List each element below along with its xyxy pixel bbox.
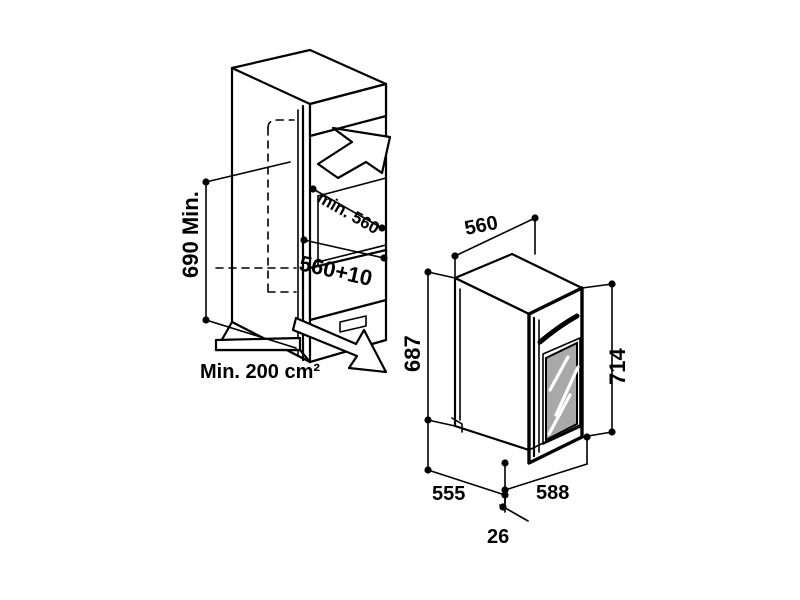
dimension-label-690-min: 690 Min. xyxy=(178,191,203,278)
dimension-label-714-height: 714 xyxy=(605,348,630,385)
glass-reflection-highlights xyxy=(547,355,580,436)
cabinet-top-slab xyxy=(230,48,388,364)
cabinet-bottom-band xyxy=(308,248,388,322)
dimension-26-trim: 26 xyxy=(487,494,529,548)
dimension-588-depth: 588 xyxy=(501,433,591,504)
dimension-label-26-trim: 26 xyxy=(487,526,509,548)
dimension-687-height: 687 xyxy=(400,268,456,427)
ventilation-label-group: Min. 200 cm² xyxy=(200,361,320,383)
oven-bottom-band xyxy=(528,423,583,451)
cabinet-plinth-airgap xyxy=(214,336,302,352)
dimension-label-555-depth: 555 xyxy=(432,483,465,505)
dimension-560-width: 560 xyxy=(451,212,539,279)
cabinet-bottom-bracket xyxy=(339,315,367,333)
cabinet-front-stile xyxy=(297,104,305,362)
bottom-airflow-arrow xyxy=(291,316,388,374)
dimension-714-height: 714 xyxy=(581,280,630,438)
cabinet-figure: 690 Min. min. 560 560+10 Min. 200 cm² xyxy=(178,48,392,383)
oven-rear-foot xyxy=(451,417,463,433)
dimension-690-min: 690 Min. xyxy=(178,161,297,349)
dimension-label-ventilation: Min. 200 cm² xyxy=(200,361,320,383)
dimension-555-depth: 555 xyxy=(424,419,509,505)
dimension-label-560-width: 560 xyxy=(463,212,500,240)
cabinet-hidden-edges xyxy=(215,119,297,293)
dimension-label-588-depth: 588 xyxy=(536,482,569,504)
dimension-label-687-height: 687 xyxy=(400,335,425,372)
oven-figure: 560 687 714 xyxy=(400,212,630,548)
top-airflow-arrow xyxy=(316,126,392,180)
oven-door-glass xyxy=(542,337,581,445)
dimension-label-min-560: min. 560 xyxy=(314,188,383,238)
oven-door-handle xyxy=(537,313,580,345)
dimension-min-560: min. 560 xyxy=(309,185,386,238)
